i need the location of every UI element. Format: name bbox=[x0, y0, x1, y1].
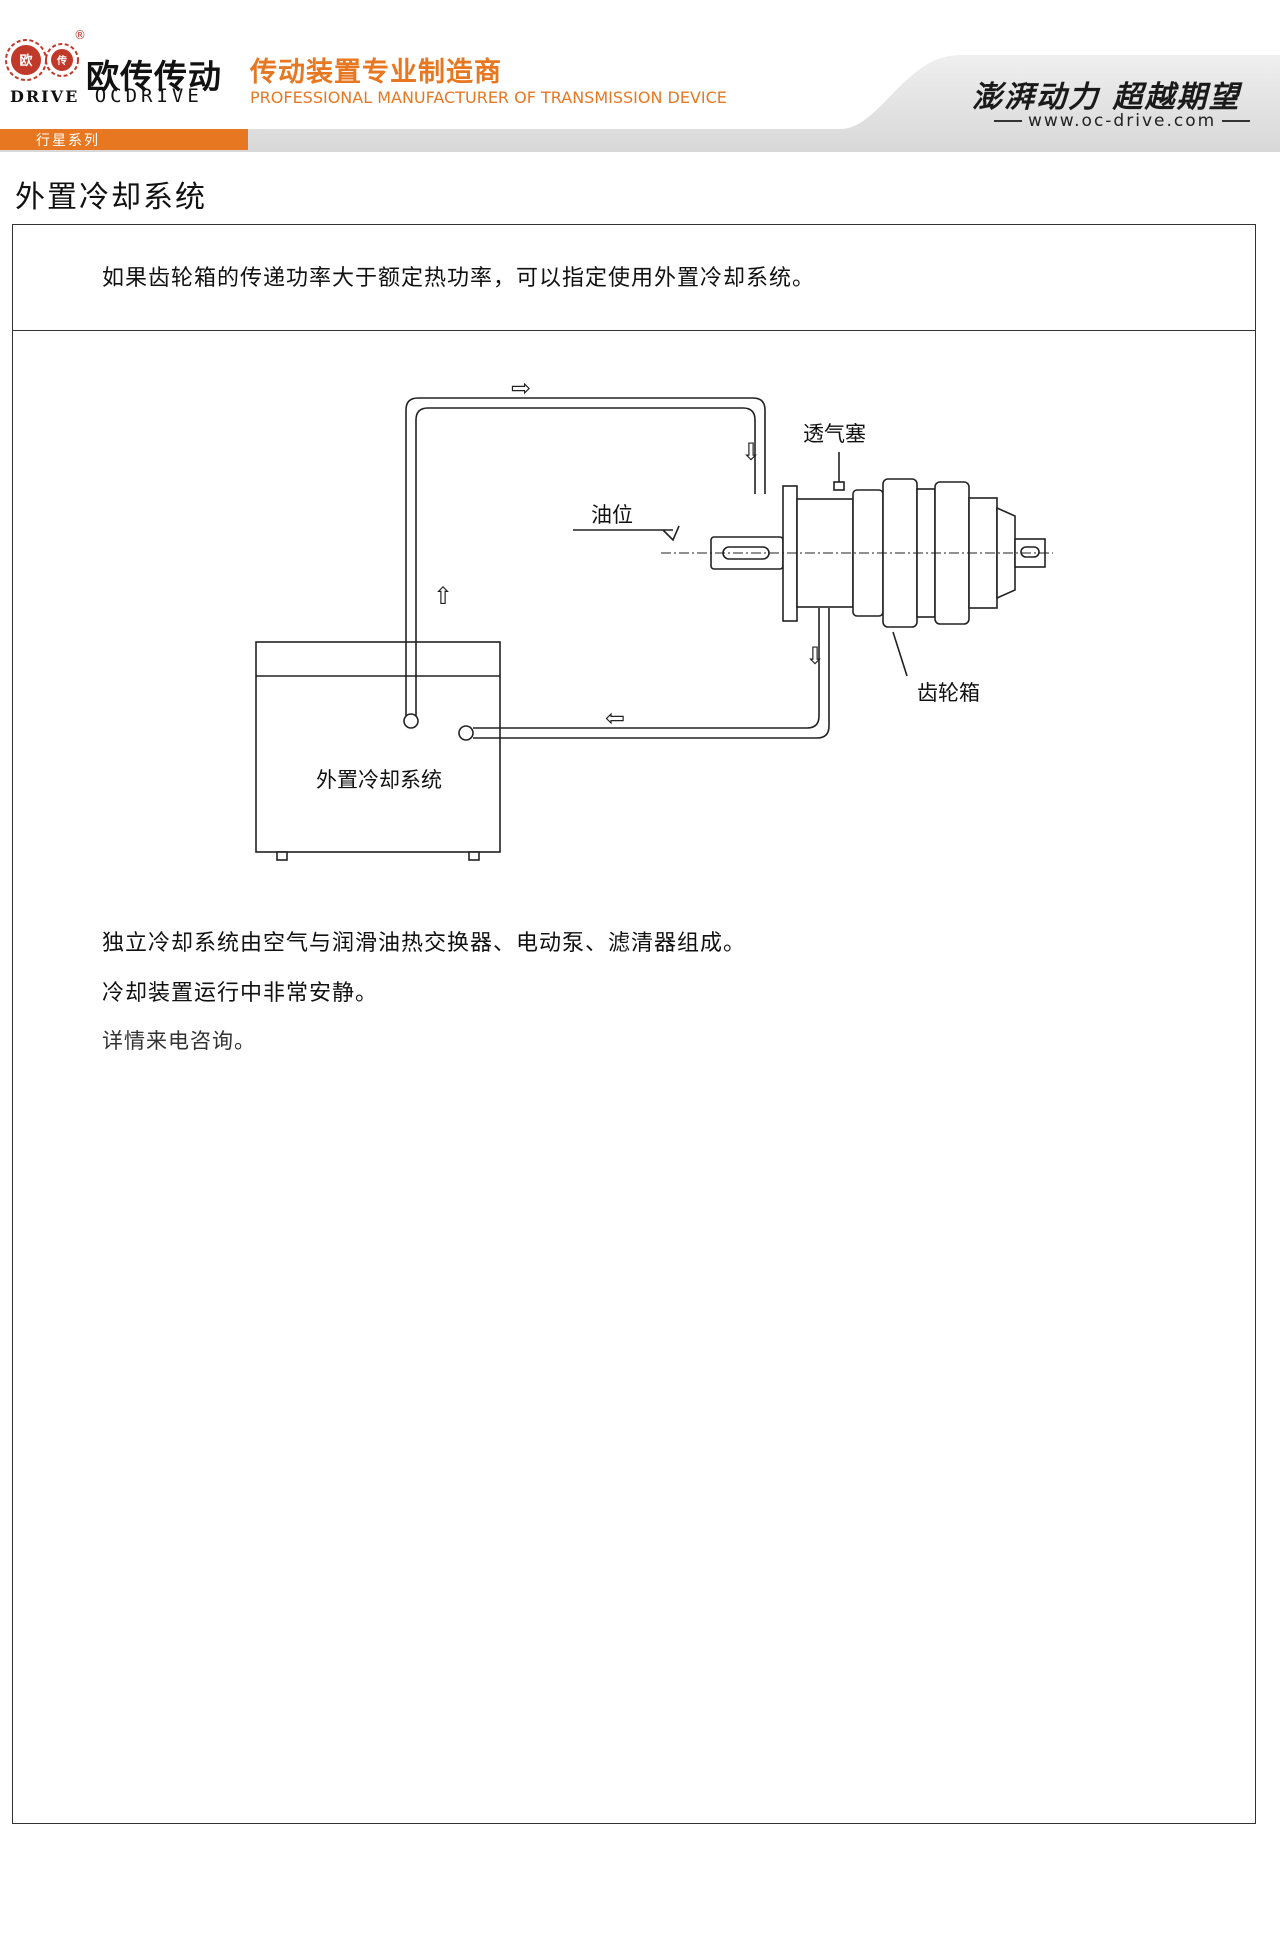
note-1: 独立冷却系统由空气与润滑油热交换器、电动泵、滤清器组成。 bbox=[102, 931, 747, 956]
output-shaft-key bbox=[1020, 546, 1040, 558]
label-gearbox: 齿轮箱 bbox=[917, 681, 980, 705]
brand-en-prefix: DRIVE bbox=[10, 87, 80, 106]
return-pipe-outer bbox=[473, 608, 830, 739]
cooler-foot-right bbox=[468, 851, 480, 861]
cooler-port-return bbox=[458, 725, 474, 741]
supply-pipe-inner bbox=[415, 407, 756, 716]
brand-logo-icon: 欧 传 bbox=[5, 39, 79, 81]
page-header: 欧 传 ® 欧传传动 DRIVE OCDRIVE 传动装置专业制造商 PROFE… bbox=[0, 0, 1280, 152]
return-pipe-inner bbox=[473, 608, 820, 729]
cooler-foot-left bbox=[276, 851, 288, 861]
tagline-en: PROFESSIONAL MANUFACTURER OF TRANSMISSIO… bbox=[250, 88, 727, 107]
intro-text: 如果齿轮箱的传递功率大于额定热功率，可以指定使用外置冷却系统。 bbox=[102, 266, 816, 291]
brand-name-en: DRIVE OCDRIVE bbox=[10, 85, 203, 107]
logo-char-2: 传 bbox=[56, 54, 67, 67]
cooler-port-supply bbox=[403, 713, 419, 729]
gearbox-leader bbox=[892, 631, 908, 677]
label-cooler: 外置冷却系统 bbox=[316, 768, 442, 792]
flow-arrow-left-icon: ⇦ bbox=[605, 704, 625, 732]
flow-arrow-down-icon: ⇩ bbox=[741, 438, 761, 466]
series-tab-label: 行星系列 bbox=[36, 133, 100, 149]
cooler-box bbox=[255, 641, 501, 853]
cooling-diagram: ⇨ ⇩ ⇧ ⇩ ⇦ 透气塞 油位 齿轮箱 外置冷却系统 bbox=[13, 332, 1253, 1092]
brand-en-name: OCDRIVE bbox=[94, 85, 203, 107]
brand-name-cn: 欧传传动 bbox=[86, 57, 222, 96]
logo-char-1: 欧 bbox=[19, 53, 32, 69]
content-frame: 如果齿轮箱的传递功率大于额定热功率，可以指定使用外置冷却系统。 bbox=[12, 224, 1256, 1824]
flow-arrow-right-icon: ⇨ bbox=[511, 374, 531, 402]
breather-plug bbox=[833, 481, 845, 491]
flow-arrow-down-return-icon: ⇩ bbox=[805, 642, 825, 670]
note-3: 详情来电咨询。 bbox=[102, 1029, 256, 1053]
series-tab: 行星系列 bbox=[0, 129, 248, 150]
frame-divider bbox=[13, 330, 1255, 331]
label-oil-level: 油位 bbox=[591, 503, 633, 527]
supply-pipe-outer bbox=[405, 397, 766, 716]
page-title: 外置冷却系统 bbox=[15, 180, 207, 215]
tagline-cn: 传动装置专业制造商 bbox=[250, 57, 502, 88]
slogan: 澎湃动力 超越期望 bbox=[972, 80, 1241, 115]
header-band bbox=[0, 55, 1280, 152]
notes-list: 独立冷却系统由空气与润滑油热交换器、电动泵、滤清器组成。 冷却装置运行中非常安静… bbox=[102, 925, 746, 1073]
website-link[interactable]: www.oc-drive.com bbox=[988, 111, 1256, 131]
label-breather: 透气塞 bbox=[803, 422, 866, 446]
note-2: 冷却装置运行中非常安静。 bbox=[102, 981, 379, 1006]
cooling-diagram-svg: ⇨ ⇩ ⇧ ⇩ ⇦ 透气塞 油位 齿轮箱 外置冷却系统 bbox=[255, 374, 1053, 861]
registered-mark: ® bbox=[74, 28, 86, 42]
oil-level-marker-icon bbox=[662, 525, 680, 542]
flow-arrow-up-icon: ⇧ bbox=[433, 582, 453, 610]
